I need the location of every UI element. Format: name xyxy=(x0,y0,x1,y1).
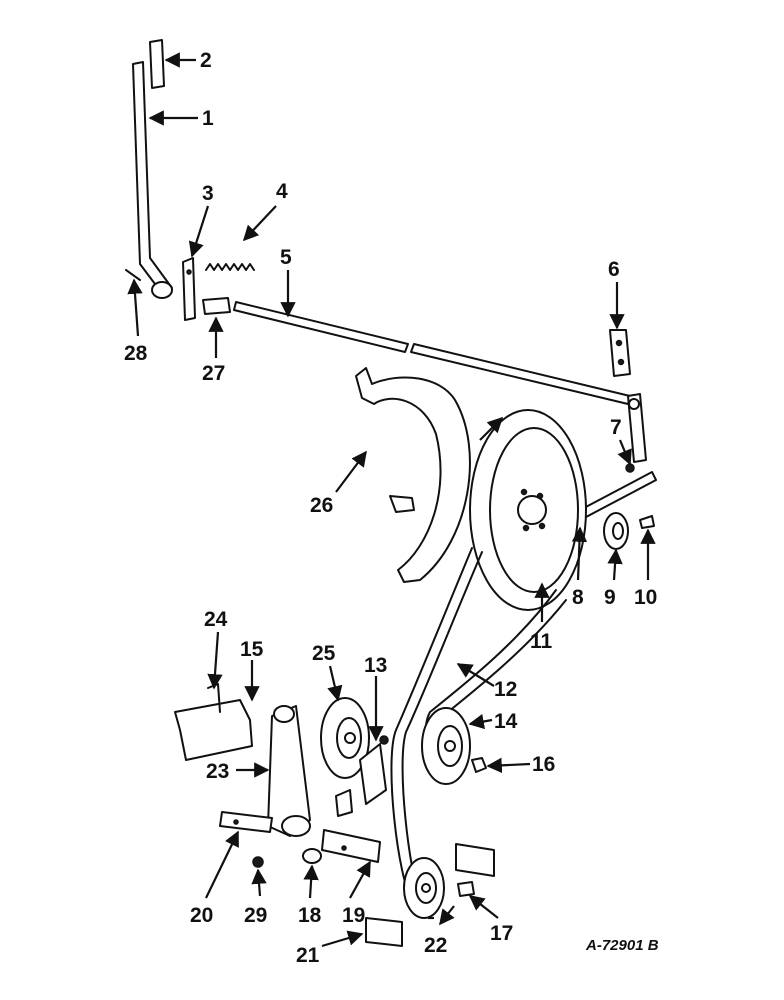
callout-23: 23 xyxy=(206,760,229,783)
part-pulley-22 xyxy=(403,857,445,919)
callout-29: 29 xyxy=(244,904,267,927)
callout-21: 21 xyxy=(296,944,320,967)
callout-3: 3 xyxy=(202,182,214,205)
callout-1: 1 xyxy=(202,107,214,130)
part-lever-handle xyxy=(132,61,173,299)
part-plate-6 xyxy=(609,329,631,377)
part-shield-24-15 xyxy=(174,683,253,761)
part-shaft-5 xyxy=(233,301,631,405)
part-pin-28 xyxy=(125,269,141,281)
part-grip-2 xyxy=(149,39,165,89)
belt-direction-arrow-upper xyxy=(479,416,504,441)
callout-28: 28 xyxy=(124,342,148,365)
part-bracket-3 xyxy=(182,257,196,321)
part-plate-17 xyxy=(455,843,495,897)
callout-7: 7 xyxy=(610,416,622,439)
part-pulley-14 xyxy=(421,707,471,785)
callout-8: 8 xyxy=(572,586,584,609)
part-pulley-11 xyxy=(469,409,587,611)
part-arm-7 xyxy=(625,393,647,473)
callout-26: 26 xyxy=(310,494,333,517)
part-bracket-19 xyxy=(321,789,381,863)
part-bracket-20 xyxy=(219,811,273,833)
callout-27: 27 xyxy=(202,362,225,385)
callout-10: 10 xyxy=(634,586,657,609)
part-spring-4 xyxy=(205,263,255,271)
callout-6: 6 xyxy=(608,258,620,281)
callout-16: 16 xyxy=(532,753,555,776)
callout-17: 17 xyxy=(490,922,513,945)
reference-code: A-72901 B xyxy=(585,937,659,954)
part-guard-26 xyxy=(355,367,471,583)
part-bushing-27 xyxy=(202,297,231,315)
callout-18: 18 xyxy=(298,904,322,927)
part-arm-23 xyxy=(267,705,311,837)
callout-25: 25 xyxy=(312,642,336,665)
callout-4: 4 xyxy=(276,180,288,203)
callout-12: 12 xyxy=(494,678,517,701)
part-key-10 xyxy=(639,515,655,529)
callout-5: 5 xyxy=(280,246,292,269)
part-nut-16 xyxy=(471,757,487,773)
callout-15: 15 xyxy=(240,638,264,661)
part-bushing-18 xyxy=(302,848,322,864)
callout-9: 9 xyxy=(604,586,616,609)
callout-22: 22 xyxy=(424,934,447,957)
part-hub-9 xyxy=(603,512,629,550)
callout-11: 11 xyxy=(530,630,553,653)
callout-20: 20 xyxy=(190,904,213,927)
callout-14: 14 xyxy=(494,710,518,733)
part-plate-21 xyxy=(365,917,403,947)
callout-13: 13 xyxy=(364,654,387,677)
callout-24: 24 xyxy=(204,608,228,631)
leader-lines xyxy=(127,52,656,948)
belt-direction-arrow-lower xyxy=(439,905,455,926)
callout-2: 2 xyxy=(200,49,212,72)
part-nut-29 xyxy=(252,856,264,868)
callout-19: 19 xyxy=(342,904,365,927)
